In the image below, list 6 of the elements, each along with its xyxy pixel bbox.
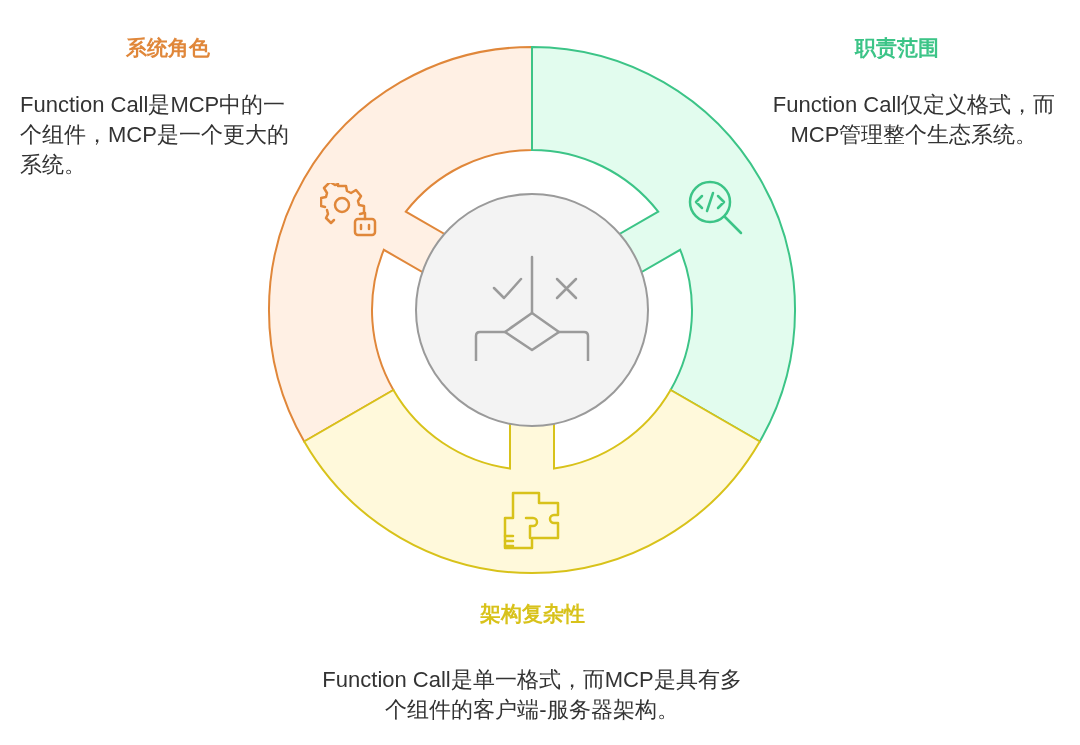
description-text: Function Call仅定义格式，而MCP管理整个生态系统。 [771, 91, 1057, 149]
section-heading: 系统角色 [126, 35, 210, 61]
description-text: Function Call是单一格式，而MCP是具有多个组件的客户端-服务器架构。 [322, 666, 742, 724]
section-heading: 架构复杂性 [479, 601, 585, 627]
description-text: Function Call是MCP中的一个组件，MCP是一个更大的系统。 [20, 91, 290, 179]
section-heading: 职责范围 [855, 35, 939, 61]
